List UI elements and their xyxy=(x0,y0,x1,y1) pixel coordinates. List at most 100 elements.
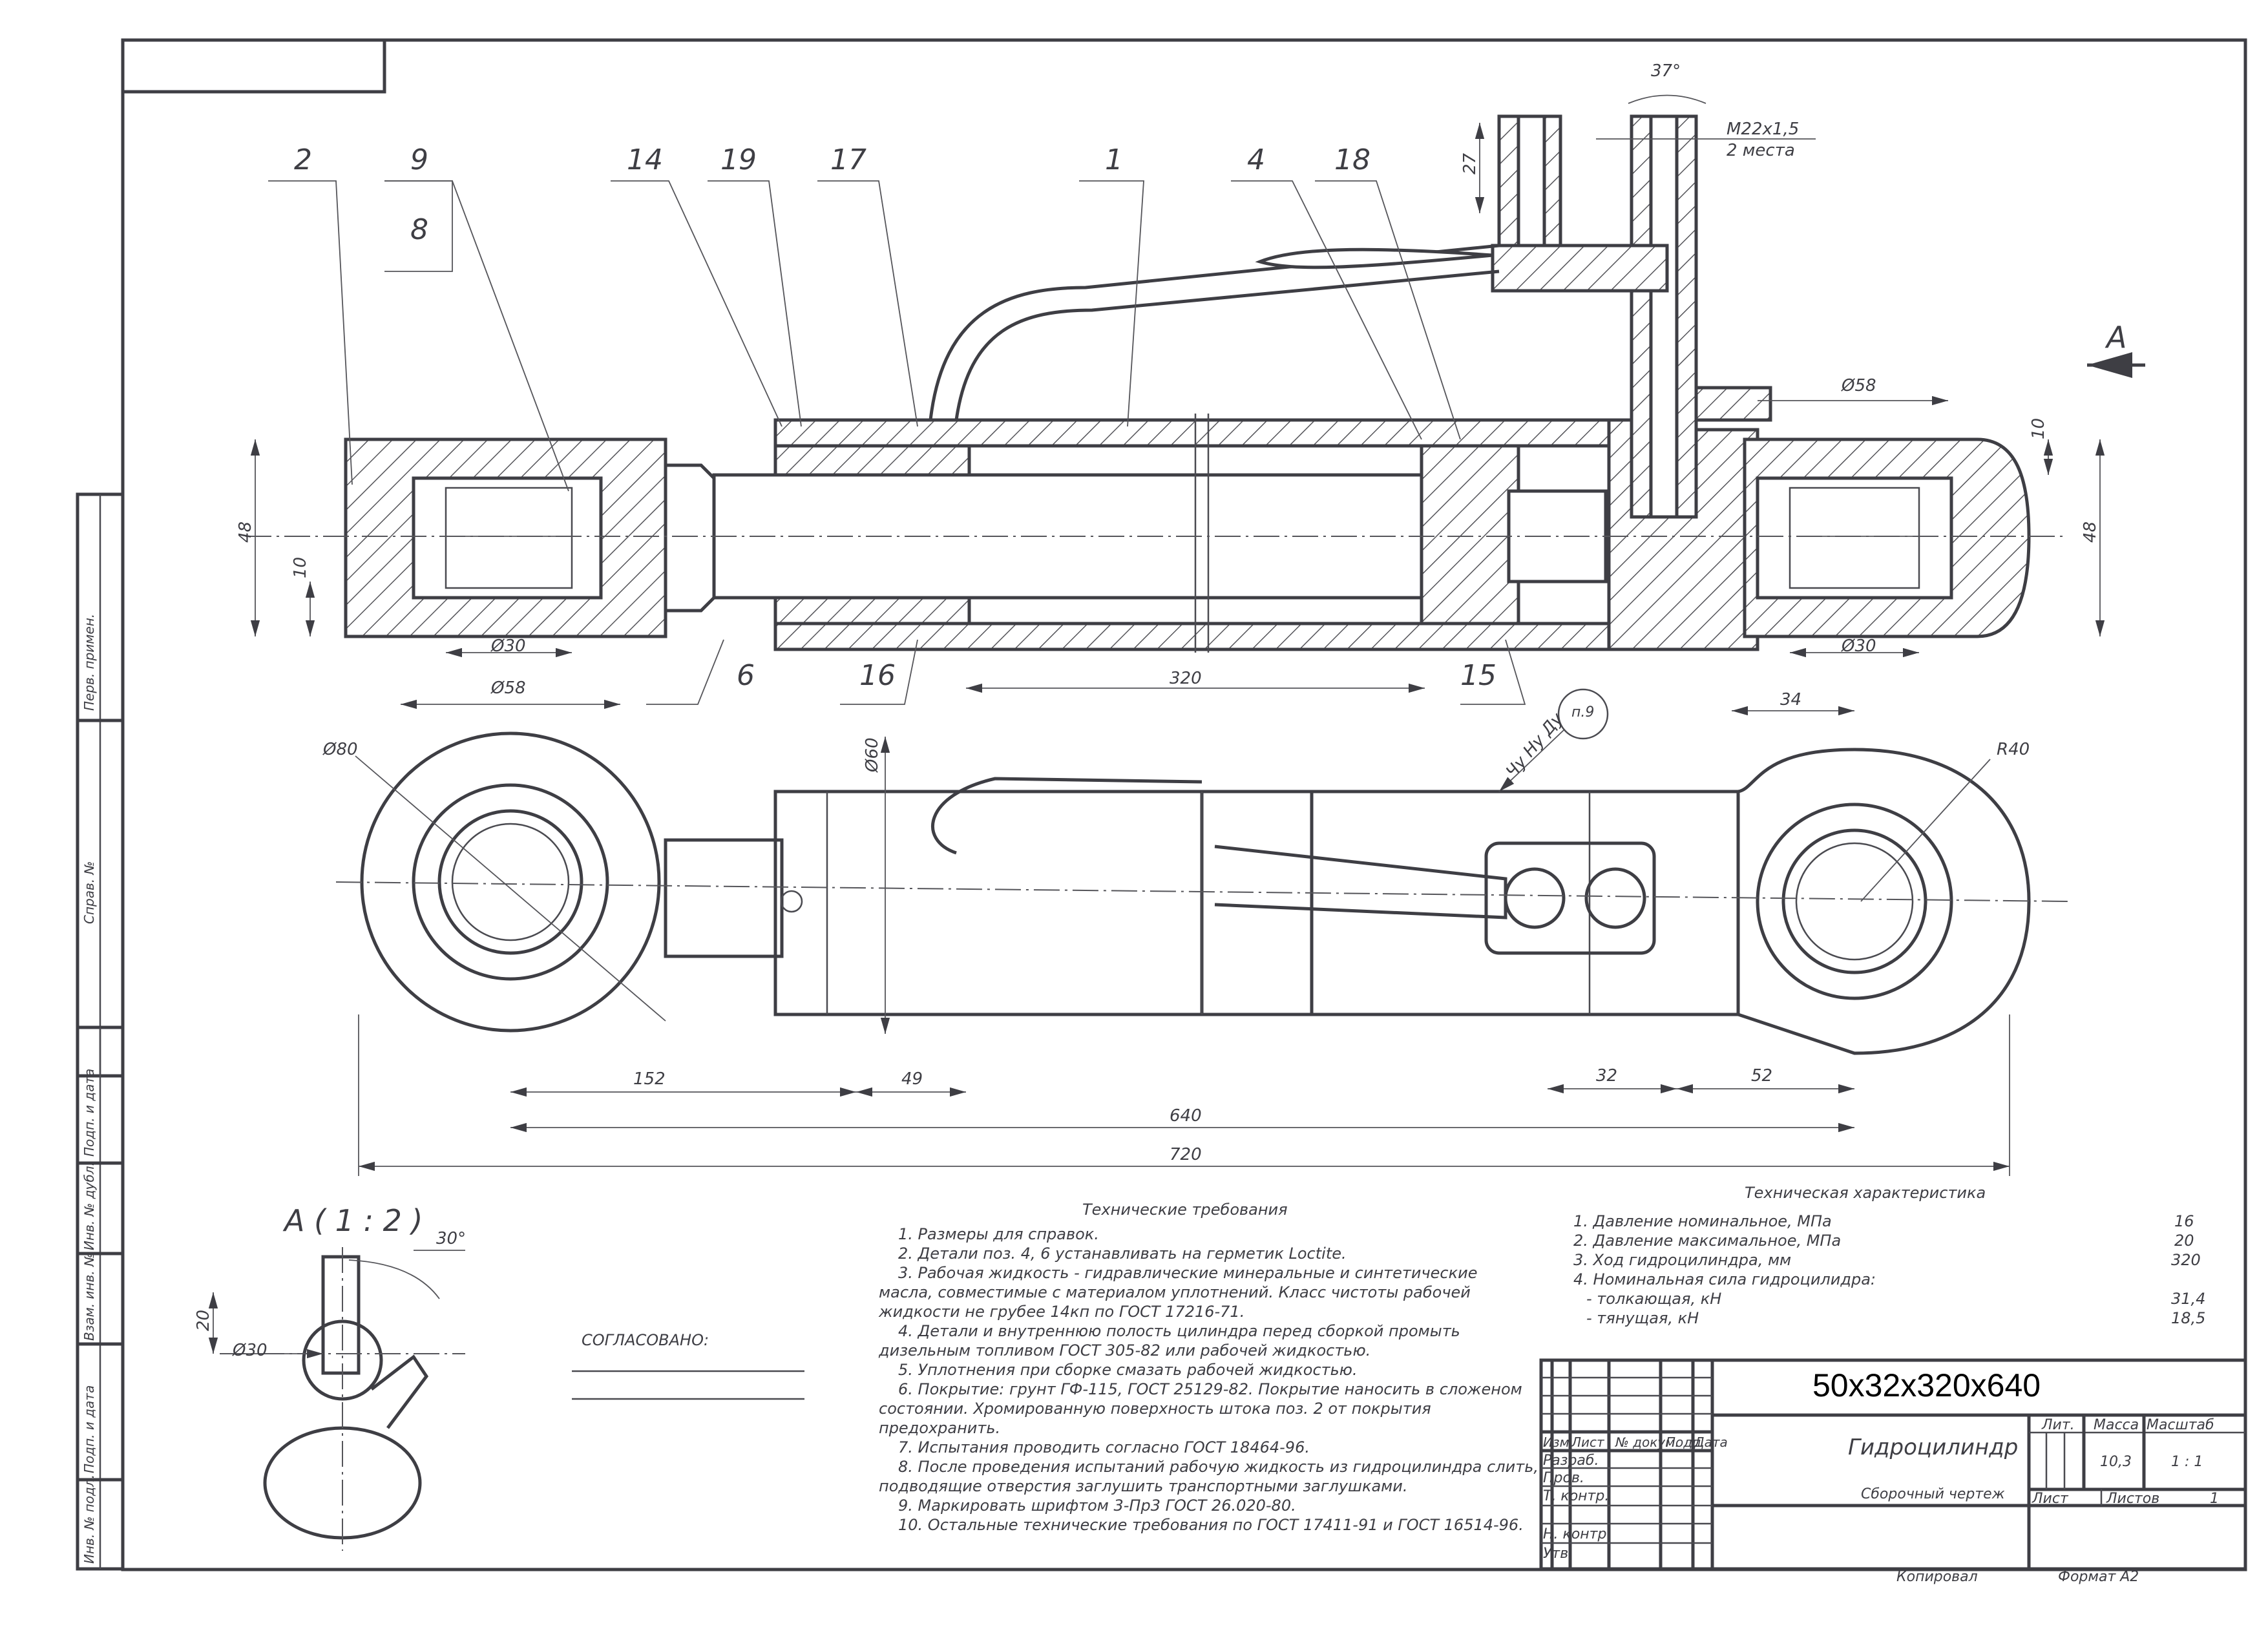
dim-right-outer: Ø58 xyxy=(1842,376,1876,395)
external-view xyxy=(335,731,2068,1055)
tech-req-line: 8. После проведения испытаний рабочую жи… xyxy=(898,1458,1538,1476)
title-block-grid xyxy=(1539,1358,2247,1571)
side-stamp xyxy=(76,492,125,1571)
dim-detail-height: 20 xyxy=(194,1309,213,1331)
callout-pos-2: 2 xyxy=(294,143,312,176)
dim-detail-bore: Ø30 xyxy=(233,1341,268,1360)
callout-pos-4: 4 xyxy=(1247,143,1265,176)
tech-req-line: предохранить. xyxy=(879,1419,1001,1437)
tb-header-izm: Изм xyxy=(1543,1434,1570,1450)
tb-mass-label: Масса xyxy=(2094,1417,2139,1433)
format-label: Формат А2 xyxy=(2058,1569,2139,1585)
port-block-view xyxy=(1484,841,1656,955)
tech-req-line: 4. Детали и внутреннюю полость цилиндра … xyxy=(898,1322,1460,1340)
tb-scale-label: Масштаб xyxy=(2147,1417,2214,1433)
dim-tube-diameter: Ø60 xyxy=(863,737,882,772)
cylinder-tube xyxy=(773,790,1314,1016)
dim-49: 49 xyxy=(901,1069,923,1089)
view-arrow-label: А xyxy=(2106,320,2127,355)
dim-right-bore: Ø30 xyxy=(1842,636,1876,656)
copied-by-label: Копировал xyxy=(1896,1569,1978,1585)
side-stamp-first-use: Перв. примен. xyxy=(81,613,97,711)
dim-eye-offset: 34 xyxy=(1780,690,1802,709)
tb-sheet-label: Лист xyxy=(2032,1491,2068,1507)
tech-req-line: 5. Уплотнения при сборке смазать рабочей… xyxy=(898,1361,1358,1379)
tb-lit-label: Лит. xyxy=(2042,1417,2075,1433)
callout-pos-18: 18 xyxy=(1334,143,1370,176)
tech-char-row: 4. Номинальная сила гидроцилидра: xyxy=(1573,1270,2213,1289)
tech-char-label: 4. Номинальная сила гидроцилидра: xyxy=(1573,1270,1876,1288)
drawing-title: Гидроцилиндр xyxy=(1848,1434,2019,1460)
callout-pos-16: 16 xyxy=(859,659,896,692)
callout-pos-14: 14 xyxy=(627,143,663,176)
callout-pos-8: 8 xyxy=(410,213,428,246)
tech-req-line: 3. Рабочая жидкость - гидравлические мин… xyxy=(898,1264,1478,1282)
tech-req-line: состоянии. Хромированную поверхность што… xyxy=(879,1400,1431,1418)
tech-char-row: 1. Давление номинальное, МПа 16 xyxy=(1573,1212,2213,1231)
dim-52: 52 xyxy=(1751,1066,1773,1086)
tech-char-row: 3. Ход гидроцилиндра, мм 320 xyxy=(1573,1250,2213,1270)
external-dimensions xyxy=(355,688,2010,1176)
callout-pos-15: 15 xyxy=(1460,659,1496,692)
tb-sheets-value: 1 xyxy=(2210,1491,2219,1507)
dim-left-eye-height: 48 xyxy=(236,521,255,543)
dim-port-height: 27 xyxy=(1460,152,1480,174)
right-eye-view xyxy=(1736,748,2031,1055)
surface-ref: п.9 xyxy=(1571,704,1595,720)
tech-req-line: жидкости не грубее 14кп по ГОСТ 17216-71… xyxy=(879,1303,1245,1321)
callout-pos-1: 1 xyxy=(1105,143,1123,176)
piston xyxy=(1420,444,1520,625)
tech-char-value: 31,4 xyxy=(2171,1290,2206,1308)
side-stamp-original-inv: Инв. № подл. xyxy=(81,1475,97,1564)
dim-152: 152 xyxy=(633,1069,666,1089)
section-view xyxy=(246,114,2068,653)
corner-stamp xyxy=(123,38,386,94)
tb-role-norm-control: Н. контр. xyxy=(1543,1526,1612,1542)
dim-right-offset: 10 xyxy=(2029,417,2048,439)
side-stamp-reference-no: Справ. № xyxy=(81,861,97,924)
tech-char-label: - тянущая, кН xyxy=(1586,1309,1699,1327)
tech-characteristics-title: Техническая характеристика xyxy=(1745,1184,1986,1202)
gland-bottom xyxy=(773,596,971,625)
port-block xyxy=(1491,244,1669,293)
dim-port-angle: 37° xyxy=(1651,61,1681,81)
side-stamp-dup-inv: Инв. № дубл. xyxy=(81,1162,97,1250)
tech-char-value: 320 xyxy=(2171,1251,2201,1269)
tech-req-line: дизельным топливом ГОСТ 305-82 или рабоч… xyxy=(879,1341,1371,1360)
tech-char-value: 18,5 xyxy=(2171,1309,2206,1327)
tech-req-line: 6. Покрытие: грунт ГФ-115, ГОСТ 25129-82… xyxy=(898,1380,1522,1398)
tb-header-date: Дата xyxy=(1694,1434,1728,1450)
callout-leaders xyxy=(268,180,1526,705)
hydraulic-line xyxy=(929,244,1500,421)
designation-code: 50x32x320x640 xyxy=(1812,1367,2041,1403)
tb-header-sign: Подп. xyxy=(1666,1434,1705,1450)
tech-req-line: 9. Маркировать шрифтом 3-Пр3 ГОСТ 26.020… xyxy=(898,1497,1296,1515)
tech-req-line: 7. Испытания проводить согласно ГОСТ 184… xyxy=(898,1438,1310,1456)
surface-ref-circle xyxy=(1557,688,1609,740)
side-stamp-sign-date-2: Подп. и дата xyxy=(81,1385,97,1473)
tech-char-value: 20 xyxy=(2174,1232,2194,1250)
tech-req-line: 10. Остальные технические требования по … xyxy=(898,1516,1524,1534)
gland-top xyxy=(773,444,971,477)
dim-stroke: 320 xyxy=(1170,669,1202,688)
dim-port-thread-note: 2 места xyxy=(1727,141,1795,160)
tech-char-value: 16 xyxy=(2174,1212,2194,1230)
callout-pos-19: 19 xyxy=(720,143,757,176)
callout-pos-9: 9 xyxy=(410,143,428,176)
side-stamp-replace-inv: Взам. инв. № xyxy=(81,1253,97,1341)
drawing-subtitle: Сборочный чертеж xyxy=(1861,1486,2005,1502)
approval-label: СОГЛАСОВАНО: xyxy=(582,1331,709,1349)
tech-req-line: 1. Размеры для справок. xyxy=(898,1225,1099,1243)
dim-left-outer: Ø58 xyxy=(491,678,526,698)
dim-640: 640 xyxy=(1170,1106,1202,1126)
section-dimensions xyxy=(250,94,2145,709)
detail-view-title: А ( 1 : 2 ) xyxy=(284,1203,423,1238)
tech-char-row: 2. Давление максимальное, МПа 20 xyxy=(1573,1231,2213,1250)
tb-role-developer: Разраб. xyxy=(1543,1453,1599,1469)
left-eye-bearing xyxy=(412,476,603,600)
tech-char-label: 3. Ход гидроцилиндра, мм xyxy=(1573,1251,1792,1269)
detail-view-a xyxy=(208,1247,465,1551)
left-eye-outer xyxy=(360,731,661,1033)
